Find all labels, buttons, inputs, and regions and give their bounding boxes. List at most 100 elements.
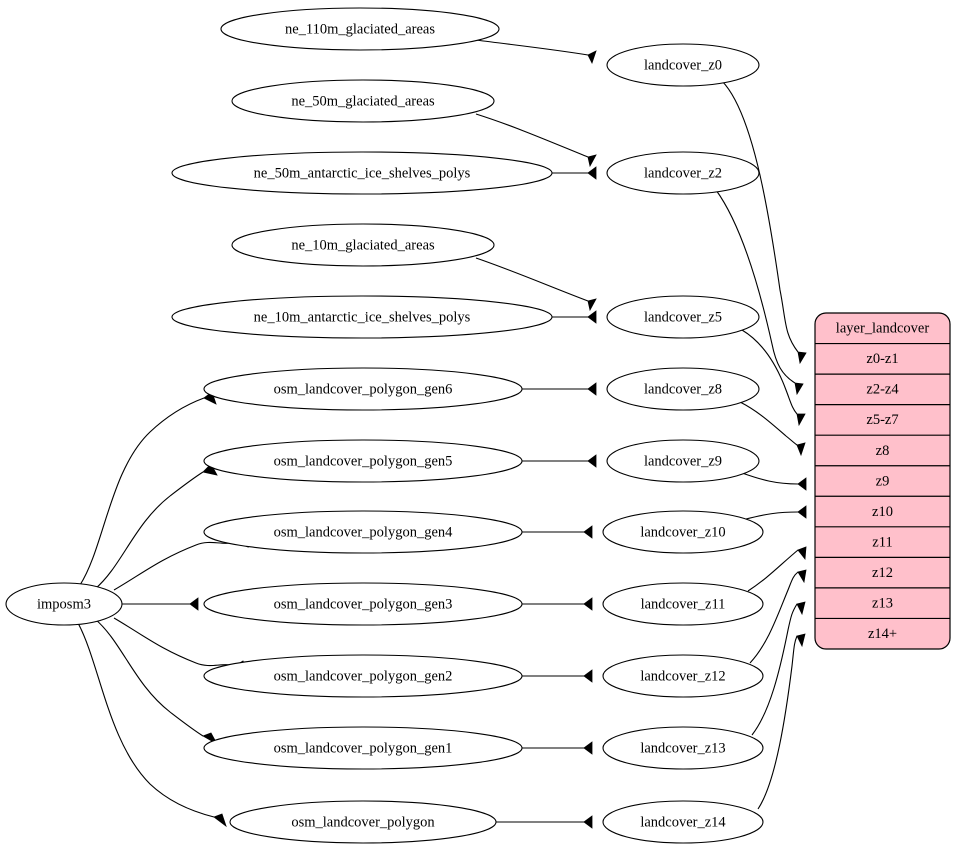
node-landcover_z5[interactable]: landcover_z5	[606, 295, 760, 339]
node-landcover_z10[interactable]: landcover_z10	[602, 510, 764, 554]
left-nodes-layer: ne_110m_glaciated_areas ne_50m_glaciated_…	[171, 7, 553, 844]
edge-imposm3-to-osm-gen3	[122, 597, 199, 611]
edge-osm-gen5-to-landcover-z9	[522, 454, 597, 468]
node-ne_110m_glaciated_areas[interactable]: ne_110m_glaciated_areas	[220, 7, 500, 51]
edge-ne10m-glaciated-to-landcover-z5	[475, 257, 597, 312]
osm_landcover_polygon_gen5-ellipse[interactable]	[203, 439, 523, 483]
landcover_z10-ellipse[interactable]	[602, 510, 764, 554]
node-landcover_z2[interactable]: landcover_z2	[606, 151, 760, 195]
node-landcover_z11[interactable]: landcover_z11	[602, 582, 764, 626]
osm_landcover_polygon-ellipse[interactable]	[229, 800, 497, 844]
ne_10m_glaciated_areas-ellipse[interactable]	[231, 223, 495, 267]
table-row-label-z10: z10	[872, 504, 893, 520]
landcover_z2-label: landcover_z2	[644, 165, 722, 181]
osm_landcover_polygon_gen6-label: osm_landcover_polygon_gen6	[274, 381, 453, 397]
ne_110m_glaciated_areas-ellipse[interactable]	[220, 7, 500, 51]
osm_landcover_polygon_gen1-label: osm_landcover_polygon_gen1	[274, 740, 453, 756]
table-row-label-z8: z8	[876, 443, 890, 459]
node-landcover_z8[interactable]: landcover_z8	[606, 367, 760, 411]
ne_10m_antarctic_ice_shelves_polys-ellipse[interactable]	[171, 295, 553, 339]
landcover_z0-ellipse[interactable]	[606, 43, 760, 87]
node-ne_50m_glaciated_areas[interactable]: ne_50m_glaciated_areas	[231, 79, 495, 123]
imposm3-label: imposm3	[37, 596, 91, 612]
edge-landcover-z12-to-row-z12	[749, 569, 807, 664]
landcover_z12-label: landcover_z12	[640, 668, 725, 684]
osm_landcover_polygon_gen3-ellipse[interactable]	[203, 582, 523, 626]
table-row-label-z0-z1: z0-z1	[866, 351, 898, 367]
osm_landcover_polygon_gen2-label: osm_landcover_polygon_gen2	[274, 668, 453, 684]
landcover_z5-label: landcover_z5	[644, 309, 722, 325]
node-landcover_z0[interactable]: landcover_z0	[606, 43, 760, 87]
node-osm_landcover_polygon[interactable]: osm_landcover_polygon	[229, 800, 497, 844]
ne_50m_antarctic_ice_shelves_polys-ellipse[interactable]	[171, 151, 553, 195]
edge-landcover-z0-to-row-z0z1	[721, 80, 807, 365]
node-ne_10m_antarctic_ice_shelves_polys[interactable]: ne_10m_antarctic_ice_shelves_polys	[171, 295, 553, 339]
landcover_z14-ellipse[interactable]	[602, 800, 764, 844]
node-osm_landcover_polygon_gen1[interactable]: osm_landcover_polygon_gen1	[203, 726, 523, 770]
layer-table-title: layer_landcover	[836, 321, 930, 337]
table-row-label-z9: z9	[876, 473, 890, 489]
node-ne_50m_antarctic_ice_shelves_polys[interactable]: ne_50m_antarctic_ice_shelves_polys	[171, 151, 553, 195]
node-osm_landcover_polygon_gen3[interactable]: osm_landcover_polygon_gen3	[203, 582, 523, 626]
ne_50m_glaciated_areas-label: ne_50m_glaciated_areas	[291, 93, 435, 109]
osm_landcover_polygon_gen4-ellipse[interactable]	[203, 510, 523, 554]
landcover_z2-ellipse[interactable]	[606, 151, 760, 195]
edge-ne50m-antarctic-to-landcover-z2	[552, 166, 597, 180]
table-row-label-z5-z7: z5-z7	[866, 412, 898, 428]
edge-osm-gen6-to-landcover-z8	[522, 382, 597, 396]
ne_10m_glaciated_areas-label: ne_10m_glaciated_areas	[291, 237, 435, 253]
edge-ne10m-antarctic-to-landcover-z5	[552, 310, 597, 324]
landcover_z0-label: landcover_z0	[644, 57, 722, 73]
landcover_z11-label: landcover_z11	[641, 596, 726, 612]
landcover_z12-ellipse[interactable]	[602, 654, 764, 698]
edge-landcover-z8-to-row-z8	[739, 401, 806, 457]
landcover_z5-ellipse[interactable]	[606, 295, 760, 339]
edge-landcover-z5-to-row-z5z7	[741, 329, 806, 427]
node-landcover_z13[interactable]: landcover_z13	[602, 726, 764, 770]
node-osm_landcover_polygon_gen6[interactable]: osm_landcover_polygon_gen6	[203, 367, 523, 411]
node-landcover_z9[interactable]: landcover_z9	[606, 439, 760, 483]
edge-imposm3-to-osm-gen5	[94, 463, 218, 590]
mid-nodes-layer: landcover_z0 landcover_z2 landcover_z5land…	[602, 43, 764, 844]
landcover_z14-label: landcover_z14	[640, 814, 726, 830]
layer-landcover-table[interactable]: layer_landcoverz0-z1z2-z4z5-z7z8z9z10z11…	[814, 312, 951, 650]
landcover_z13-ellipse[interactable]	[602, 726, 764, 770]
edge-ne110m-to-landcover-z0	[475, 39, 597, 65]
osm_landcover_polygon_gen1-ellipse[interactable]	[203, 726, 523, 770]
landcover_z8-ellipse[interactable]	[606, 367, 760, 411]
node-osm_landcover_polygon_gen2[interactable]: osm_landcover_polygon_gen2	[203, 654, 523, 698]
node-ne_10m_glaciated_areas[interactable]: ne_10m_glaciated_areas	[231, 223, 495, 267]
edge-imposm3-to-osm-gen2	[113, 617, 249, 673]
edge-ne50m-glaciated-to-landcover-z2	[475, 113, 597, 168]
node-landcover_z12[interactable]: landcover_z12	[602, 654, 764, 698]
source-node-imposm3[interactable]: imposm3	[5, 582, 123, 626]
landcover_z9-ellipse[interactable]	[606, 439, 760, 483]
edge-osm-gen3-to-landcover-z11	[522, 597, 593, 611]
table-row-label-z2-z4: z2-z4	[866, 382, 899, 398]
edge-imposm3-to-osm-gen6	[79, 391, 217, 586]
table-row-label-z14+: z14+	[868, 626, 897, 642]
node-osm_landcover_polygon_gen5[interactable]: osm_landcover_polygon_gen5	[203, 439, 523, 483]
edge-imposm3-to-osm-polygon	[77, 622, 227, 828]
node-osm_landcover_polygon_gen4[interactable]: osm_landcover_polygon_gen4	[203, 510, 523, 554]
node-landcover_z14[interactable]: landcover_z14	[602, 800, 764, 844]
imposm3-ellipse[interactable]	[5, 582, 123, 626]
ne_110m_glaciated_areas-label: ne_110m_glaciated_areas	[285, 21, 435, 37]
osm_landcover_polygon_gen6-ellipse[interactable]	[203, 367, 523, 411]
landcover_z11-ellipse[interactable]	[602, 582, 764, 626]
osm_landcover_polygon_gen3-label: osm_landcover_polygon_gen3	[274, 596, 453, 612]
edge-landcover-z13-to-row-z13	[751, 601, 806, 736]
edge-landcover-z14-to-row-z14plus	[757, 633, 806, 810]
landcover_z8-label: landcover_z8	[644, 381, 722, 397]
osm_landcover_polygon_gen4-label: osm_landcover_polygon_gen4	[274, 524, 454, 540]
landcover_z13-label: landcover_z13	[640, 740, 725, 756]
edge-imposm3-to-osm-gen1	[94, 618, 219, 746]
edge-landcover-z9-to-row-z9	[741, 472, 807, 491]
ne_50m_antarctic_ice_shelves_polys-label: ne_50m_antarctic_ice_shelves_polys	[254, 165, 471, 181]
osm_landcover_polygon_gen2-ellipse[interactable]	[203, 654, 523, 698]
edge-osm-gen4-to-landcover-z10	[522, 525, 593, 539]
edge-landcover-z2-to-row-z2z4	[715, 189, 804, 396]
ne_50m_glaciated_areas-ellipse[interactable]	[231, 79, 495, 123]
